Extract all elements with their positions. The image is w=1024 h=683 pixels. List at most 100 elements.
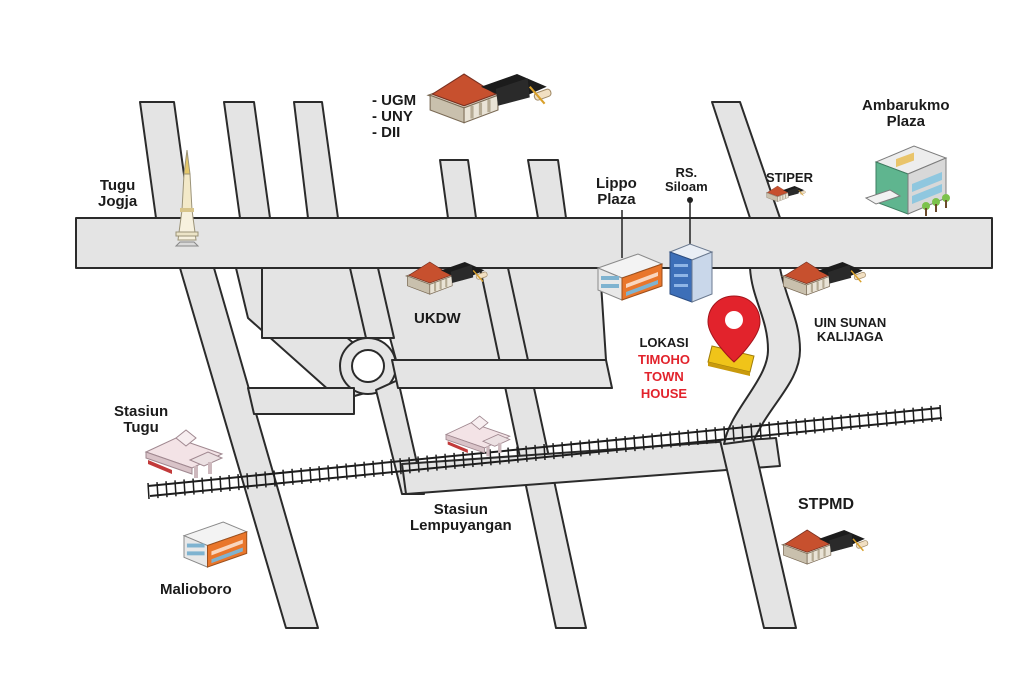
railway-tie: [885, 410, 888, 427]
railway-tie: [516, 446, 519, 463]
railway-tie: [525, 445, 528, 462]
railway-tie: [273, 470, 276, 487]
railway-tie: [894, 409, 897, 426]
railway-tie: [480, 450, 483, 467]
railway-tie: [183, 479, 186, 496]
railway-tie: [264, 471, 267, 488]
railway-tie: [453, 452, 456, 469]
railway-tie: [732, 425, 735, 442]
railway-tie: [777, 420, 780, 438]
railway-tie: [642, 434, 645, 451]
railway-tie: [246, 473, 249, 490]
railway-tie: [867, 412, 870, 429]
railway-track: [147, 404, 943, 500]
railway-tie: [876, 411, 879, 428]
railway-tie: [174, 480, 177, 497]
railway-tie: [345, 463, 348, 480]
railway-tie: [309, 466, 312, 484]
label-timoho-town-house: TIMOHO TOWN HOUSE: [638, 352, 690, 401]
railway-tie: [237, 474, 240, 491]
railway-tie: [696, 428, 699, 445]
mall-lippo-icon: [597, 210, 663, 301]
railway-tie: [300, 467, 303, 484]
railway-tie: [651, 433, 654, 450]
railway-tie: [633, 435, 636, 452]
railway-tie: [921, 406, 924, 423]
railway-tie: [606, 437, 609, 454]
university-ugm-icon: [426, 72, 553, 124]
railway-tie: [903, 408, 906, 425]
railway-tie: [507, 447, 510, 464]
tugu-monument-icon: [174, 149, 200, 247]
railway-tie: [930, 405, 933, 422]
railway-tie: [750, 423, 753, 440]
railway-tie: [939, 404, 942, 422]
railway-tie: [201, 477, 204, 494]
label-rs-siloam: RS.Siloam: [665, 165, 708, 194]
railway-tie: [147, 482, 150, 500]
railway-tie: [399, 458, 402, 475]
mall-malioboro-icon: [183, 521, 248, 568]
station-tugu-icon: [145, 429, 223, 479]
railway-tie: [678, 430, 681, 447]
railway-tie: [219, 475, 222, 492]
railway-tie: [858, 412, 861, 430]
label-stpmd: STPMD: [798, 496, 854, 513]
railway-tie: [156, 482, 159, 499]
railway-tie: [291, 468, 294, 485]
railway-tie: [624, 435, 627, 453]
railway-tie: [687, 429, 690, 446]
railway-tie: [210, 476, 213, 493]
railway-tie: [228, 474, 231, 492]
location-pin-icon: [707, 295, 761, 376]
railway-tie: [282, 469, 285, 486]
railway-tie: [354, 462, 357, 479]
railway-tie: [561, 442, 564, 459]
railway-tie: [327, 465, 330, 482]
railway-tie: [813, 417, 816, 434]
railway-tie: [552, 443, 555, 460]
railway-tie: [804, 418, 807, 435]
railway-tie: [534, 444, 537, 461]
railway-tie: [741, 424, 744, 441]
railway-tie: [435, 454, 438, 471]
hospital-siloam-icon: [668, 197, 714, 303]
railway-tie: [768, 421, 771, 438]
label-ukdw: UKDW: [414, 310, 461, 327]
railway-tie: [372, 460, 375, 477]
railway-tie: [390, 459, 393, 476]
railway-tie: [714, 427, 717, 444]
railway-tie: [660, 432, 663, 449]
railway-tie: [588, 439, 591, 456]
railway-tie: [462, 451, 465, 469]
railway-tie: [705, 427, 708, 445]
railway-tie: [471, 451, 474, 468]
railway-tie: [669, 431, 672, 448]
railway-tie: [786, 420, 789, 437]
railway-tie: [336, 464, 339, 481]
railway-tie: [381, 459, 384, 477]
university-stpmd-icon: [781, 529, 870, 565]
railway-tie: [255, 472, 258, 489]
railway-tie: [363, 461, 366, 478]
label-universities-group: - UGM - UNY - DII: [372, 92, 417, 141]
railway-tie: [417, 456, 420, 473]
railway-tie: [597, 438, 600, 455]
railway-tie: [615, 436, 618, 453]
railway-tie: [831, 415, 834, 432]
railway-tie: [822, 416, 825, 433]
railway-tie: [849, 413, 852, 430]
label-stiper: STIPER: [766, 170, 813, 185]
railway-tie: [723, 426, 726, 443]
railway-tie: [543, 443, 546, 461]
station-lempuyangan-icon: [445, 415, 511, 457]
railway-tie: [318, 466, 321, 483]
mall-ambarukmo-icon: [864, 145, 950, 216]
